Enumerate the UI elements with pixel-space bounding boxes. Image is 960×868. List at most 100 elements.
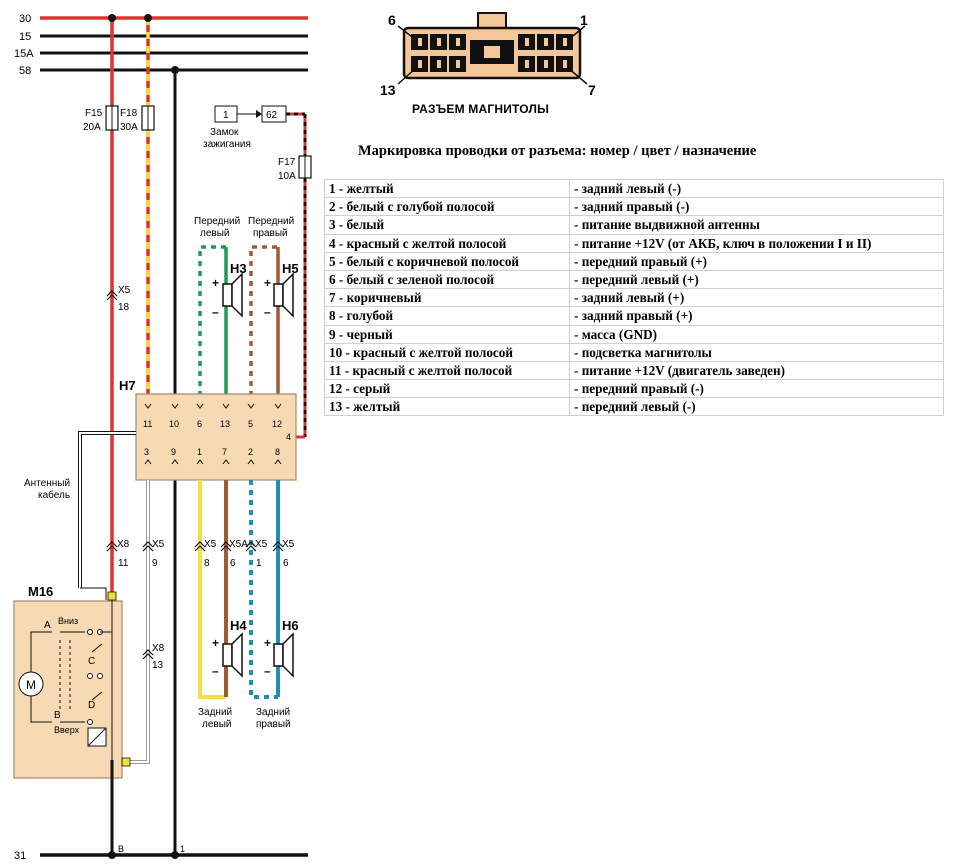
motor-up: Вверх [54, 725, 80, 735]
table-row: 2 - белый с голубой полосой- задний прав… [324, 197, 944, 217]
unit-pin-12: 12 [272, 419, 282, 429]
ignition-pin-1: 1 [223, 110, 229, 121]
purpose-cell: - задний левый (-) [569, 178, 944, 199]
speaker-h5-minus: – [264, 305, 271, 319]
connector-x5-6-name: X5 [282, 539, 295, 550]
motor-down: Вниз [58, 616, 78, 626]
ignition-switch [214, 105, 305, 123]
ground-node-b [108, 851, 116, 859]
wire-red-yellow-f18 [144, 14, 152, 396]
wire-cell: 4 - красный с желтой полосой [324, 233, 570, 253]
motor-internals [18, 600, 114, 855]
connector-x8-11-pin: 11 [118, 558, 129, 569]
wire-cell: 11 - красный с желтой полосой [324, 360, 570, 381]
purpose-cell: - подсветка магнитолы [569, 342, 944, 362]
purpose-cell: - питание выдвижной антенны [569, 215, 944, 235]
connector-pin-13: 13 [380, 82, 396, 98]
front-left-label-2: левый [200, 228, 229, 239]
speaker-h5-icon [273, 272, 294, 318]
speaker-h5-name: H5 [282, 261, 299, 276]
fuse-f15 [105, 105, 119, 131]
unit-bottom-pins: 3 9 1 7 2 8 [144, 447, 280, 457]
motor-b: B [54, 710, 61, 721]
unit-pin-5: 5 [248, 419, 253, 429]
motor-a: A [44, 620, 51, 631]
front-right-label-1: Передний [248, 216, 294, 227]
wire-cell: 5 - белый с коричневой полосой [324, 251, 570, 271]
purpose-cell: - питание +12V (двигатель заведен) [569, 360, 944, 381]
rear-left-label-1: Задний [198, 707, 232, 718]
speaker-h5-plus: + [264, 276, 271, 290]
table-row: 4 - красный с желтой полосой- питание +1… [324, 233, 944, 253]
speaker-h6-icon [273, 632, 294, 678]
connector-x5-18-pin: 18 [118, 302, 130, 313]
unit-pin-11: 11 [143, 419, 152, 429]
fuse-f18-rating: 30A [120, 122, 138, 133]
table-row: 10 - красный с желтой полосой- подсветка… [324, 342, 944, 362]
fuse-f17-name: F17 [278, 157, 296, 168]
connector-x5-1-name: X5 [255, 539, 268, 550]
table-row: 12 - серый- передний правый (-) [324, 379, 944, 399]
wire-white-antenna-power [126, 480, 150, 764]
connector-pin-7: 7 [588, 82, 596, 98]
purpose-cell: - передний правый (+) [569, 251, 944, 271]
wire-front-right [249, 245, 280, 396]
wire-cell: 7 - коричневый [324, 288, 570, 308]
rear-right-label-1: Задний [256, 707, 290, 718]
speaker-h3-icon [222, 272, 243, 318]
unit-top-pin-marks [144, 403, 282, 409]
wire-cell: 2 - белый с голубой полосой [324, 197, 570, 217]
motor-connector-marks [107, 591, 131, 767]
connector-x5-6-pin: 6 [283, 558, 289, 569]
bus-31-label: 31 [14, 850, 26, 862]
radio-connector-icon [397, 12, 588, 85]
connector-x5a-6-name: X5A [229, 539, 248, 550]
speaker-h4-icon [222, 632, 243, 678]
table-row: 3 - белый- питание выдвижной антенны [324, 215, 944, 235]
unit-top-pins: 11 10 6 13 5 12 [143, 419, 282, 429]
front-left-label-1: Передний [194, 216, 240, 227]
speaker-h3-name: H3 [230, 261, 247, 276]
ground-label-1: 1 [180, 844, 185, 854]
purpose-cell: - задний правый (+) [569, 306, 944, 326]
motor-symbol: M [26, 678, 36, 692]
connector-x8-11-name: X8 [117, 539, 130, 550]
connector-x5-8-name: X5 [204, 539, 217, 550]
motor-c: C [88, 656, 95, 667]
wire-front-left [198, 245, 228, 396]
rear-left-label-2: левый [202, 719, 231, 730]
table-title: Маркировка проводки от разъема: номер / … [358, 143, 757, 159]
purpose-cell: - задний правый (-) [569, 197, 944, 217]
unit-bottom-pin-marks [144, 459, 282, 465]
antenna-label-1: Антенный [24, 478, 70, 489]
bus-15-label: 15 [19, 31, 31, 43]
purpose-cell: - передний левый (+) [569, 269, 944, 290]
antenna-cable [78, 431, 136, 600]
purpose-cell: - питание +12V (от АКБ, ключ в положении… [569, 233, 944, 253]
connector-x5-9-pin: 9 [152, 558, 158, 569]
wire-cell: 3 - белый [324, 215, 570, 235]
unit-pin-8: 8 [275, 447, 280, 457]
bus-30-label: 30 [19, 13, 31, 25]
antenna-label-2: кабель [38, 489, 70, 501]
connector-pin-6: 6 [388, 12, 396, 28]
radio-unit-box [135, 393, 297, 481]
ignition-label-1: Замок [210, 127, 239, 138]
connector-x8-13-name: X8 [152, 643, 165, 654]
fuse-f18 [141, 105, 155, 131]
purpose-cell: - задний левый (+) [569, 288, 944, 308]
ignition-label-2: зажигания [203, 139, 251, 150]
connector-x5-8-pin: 8 [204, 558, 210, 569]
bus-58-label: 58 [19, 65, 31, 77]
unit-pin-9: 9 [171, 447, 176, 457]
wire-cell: 13 - желтый [324, 397, 570, 417]
unit-pin-1: 1 [197, 447, 202, 457]
fuse-f18-name: F18 [120, 108, 138, 119]
bus-15a-label: 15A [14, 48, 34, 60]
speaker-h6-minus: – [264, 664, 271, 678]
wire-cell: 8 - голубой [324, 306, 570, 326]
fuse-f15-rating: 20A [83, 122, 101, 133]
speaker-h6-name: H6 [282, 618, 299, 633]
